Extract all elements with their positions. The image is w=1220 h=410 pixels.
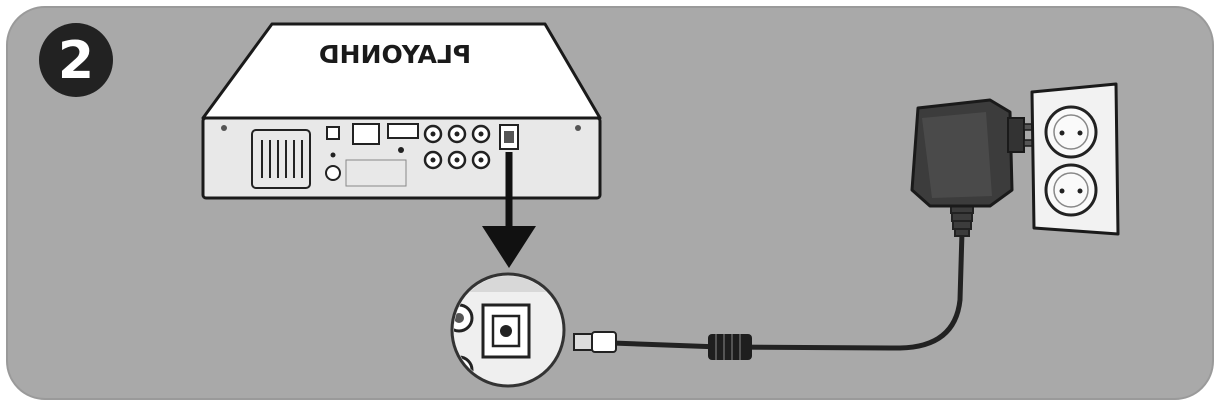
- step-number-badge: 2: [39, 23, 113, 97]
- fan-grille: [251, 129, 311, 189]
- magnified-port-view: [450, 272, 566, 388]
- rear-ports: [325, 123, 519, 187]
- hdmi-port: [387, 123, 419, 139]
- step-number: 2: [58, 31, 94, 91]
- arrow-down-icon: [482, 152, 536, 268]
- dc-plug-icon: [573, 331, 617, 353]
- wall-socket-icon: [1030, 82, 1120, 236]
- device-top-face: [201, 22, 602, 120]
- power-adapter-icon: [910, 98, 1059, 237]
- ferrite-bead: [708, 334, 752, 360]
- ethernet-port: [352, 123, 380, 145]
- media-player-device: PLAYONHD: [201, 22, 602, 200]
- power-cable: [573, 229, 965, 360]
- device-brand-label: PLAYONHD: [319, 40, 471, 69]
